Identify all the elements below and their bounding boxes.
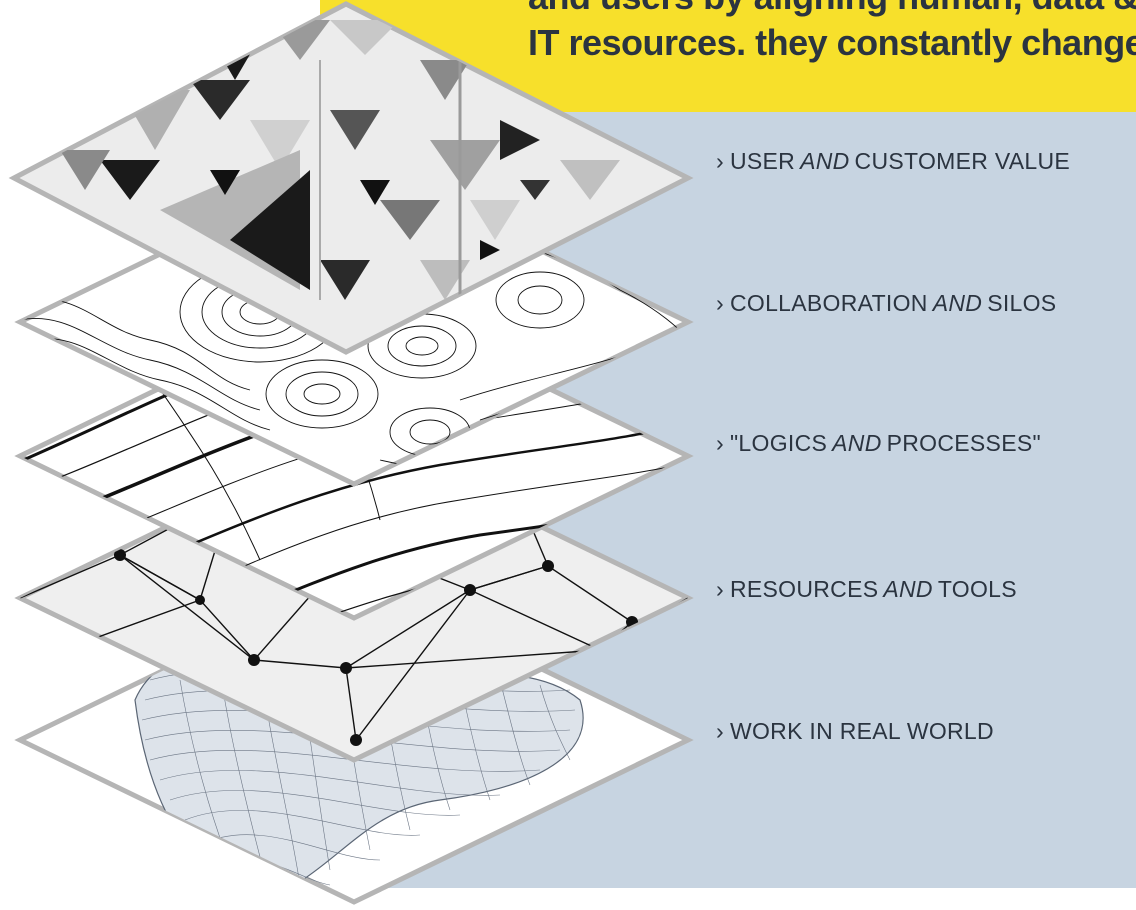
triangles-icon bbox=[60, 20, 620, 340]
intro-line-2: IT resources. they constantly change. bbox=[528, 22, 1136, 63]
intro-text: and users by aligning human, data & IT r… bbox=[528, 0, 1136, 66]
layer-label-work-real-world: ›WORK IN REAL WORLD bbox=[716, 718, 994, 744]
intro-line-1: and users by aligning human, data & bbox=[528, 0, 1136, 20]
layer-1-triangles-plate bbox=[8, 1, 694, 355]
